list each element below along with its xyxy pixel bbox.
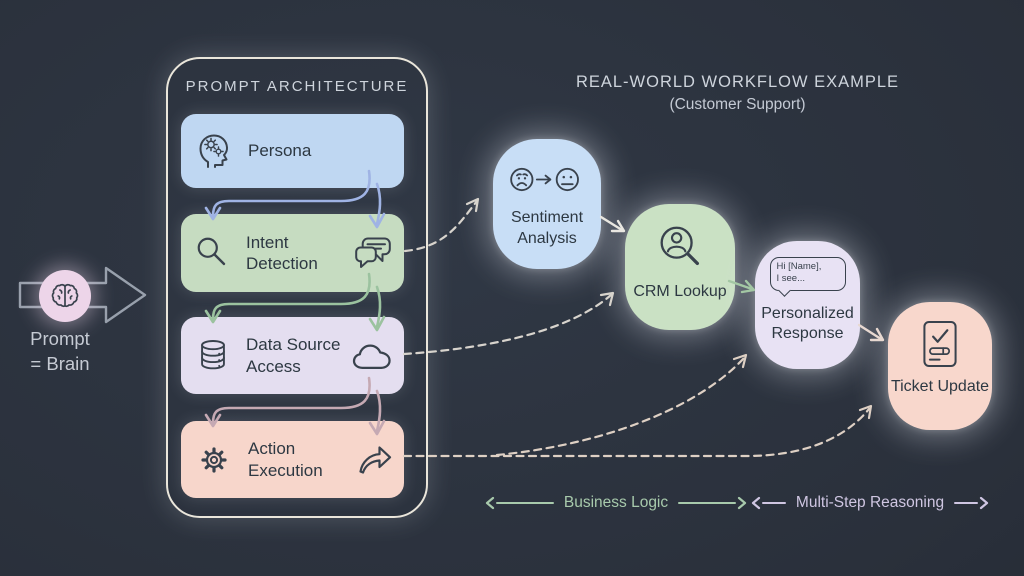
cloud-icon xyxy=(352,344,391,369)
head-gears-icon xyxy=(199,134,229,168)
sentiment-to-crm-arrow xyxy=(599,215,626,233)
database-icon xyxy=(201,339,225,369)
intent-detection-label: Intent Detection xyxy=(246,232,318,273)
arrow-left-icon xyxy=(751,496,761,510)
personalized-response-label: Personalized Response xyxy=(761,304,854,343)
sad-to-neutral-faces-icon xyxy=(510,167,579,192)
ticket-update-node: Ticket Update xyxy=(888,302,992,430)
speech-line-1: Hi [Name], xyxy=(776,261,822,272)
action-execution-box: Action Execution xyxy=(181,421,404,498)
magnifier-icon xyxy=(197,237,226,266)
share-arrow-icon xyxy=(359,445,392,474)
crm-lookup-label: CRM Lookup xyxy=(633,283,727,300)
panel-title: PROMPT ARCHITECTURE xyxy=(185,78,409,95)
caption-line-2: = Brain xyxy=(30,352,90,374)
workflow-title-line-2: (Customer Support) xyxy=(669,96,806,113)
legend-line xyxy=(954,502,979,504)
data-source-access-label: Data Source Access xyxy=(246,335,341,376)
arrow-right-icon xyxy=(737,496,747,510)
personalized-to-ticket-arrow xyxy=(857,323,885,342)
data-source-access-box: Data Source Access xyxy=(181,317,404,394)
workflow-title-line-1: REAL-WORLD WORKFLOW EXAMPLE xyxy=(575,73,900,91)
prompt-architecture-panel: PROMPT ARCHITECTURE Persona xyxy=(166,57,428,518)
crm-lookup-node: CRM Lookup xyxy=(625,204,735,330)
sentiment-analysis-label: Sentiment Analysis xyxy=(510,209,584,247)
persona-box: Persona xyxy=(181,114,404,188)
chat-bubbles-icon xyxy=(355,237,391,268)
gear-icon xyxy=(201,446,227,473)
multi-step-reasoning-label: Multi-Step Reasoning xyxy=(795,494,945,511)
legend-line xyxy=(678,502,737,504)
legend-business-logic: Business Logic xyxy=(484,494,748,512)
legend-multi-step-reasoning: Multi-Step Reasoning xyxy=(750,494,990,512)
speech-bubble-icon: Hi [Name], I see... xyxy=(769,257,846,298)
arrow-right-icon xyxy=(979,496,989,510)
intent-detection-box: Intent Detection xyxy=(181,214,404,292)
business-logic-label: Business Logic xyxy=(563,494,669,511)
personalized-response-node: Hi [Name], I see... Personalized Respons… xyxy=(755,241,860,369)
prompt-brain-caption: Prompt = Brain xyxy=(6,327,114,377)
person-magnifier-icon xyxy=(660,226,699,266)
brain-icon xyxy=(51,283,79,308)
ticket-check-icon xyxy=(923,320,957,368)
legend-line xyxy=(762,502,786,504)
persona-label: Persona xyxy=(248,141,312,161)
sentiment-analysis-node: Sentiment Analysis xyxy=(493,139,601,269)
action-execution-label: Action Execution xyxy=(248,439,323,480)
legend-line xyxy=(496,502,554,504)
arrow-left-icon xyxy=(485,496,495,510)
dashed-links-cream xyxy=(402,353,873,458)
caption-line-1: Prompt xyxy=(30,328,90,349)
workflow-title: REAL-WORLD WORKFLOW EXAMPLE (Customer Su… xyxy=(545,73,930,114)
brain-badge xyxy=(39,270,91,322)
ticket-update-label: Ticket Update xyxy=(890,378,990,395)
speech-bubble-tail xyxy=(777,284,791,298)
speech-line-2: I see... xyxy=(776,273,806,285)
